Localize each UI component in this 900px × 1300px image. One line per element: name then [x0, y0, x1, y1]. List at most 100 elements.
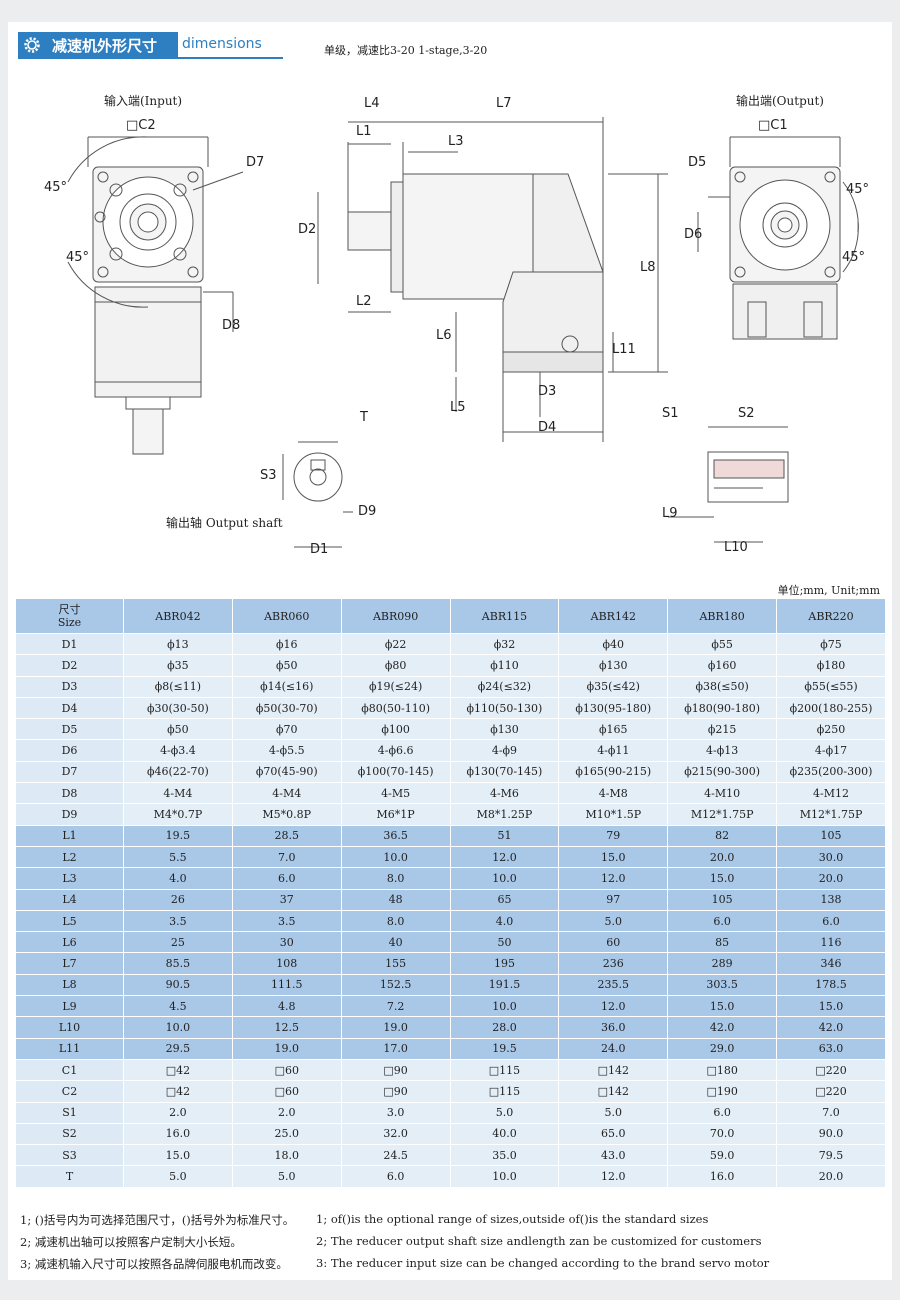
table-cell: 6.0 — [340, 1165, 451, 1188]
row-label: D6 — [15, 739, 124, 762]
size-header-en: Size — [57, 616, 82, 629]
table-cell: 10.0 — [449, 1165, 560, 1188]
table-cell: 25 — [123, 931, 233, 954]
table-cell: ϕ130(95-180) — [558, 696, 669, 720]
input-view — [67, 136, 244, 455]
table-cell: ϕ215(90-300) — [667, 760, 778, 784]
dim-l10: L10 — [724, 540, 748, 555]
dim-d8: D8 — [222, 318, 241, 333]
table-cell: 16.0 — [123, 1122, 233, 1146]
table-cell: M12*1.75P — [667, 803, 778, 826]
table-cell: ϕ8(≤11) — [123, 675, 233, 698]
table-cell: 37 — [231, 888, 342, 911]
dim-s3: S3 — [260, 468, 277, 483]
table-cell: 51 — [449, 824, 560, 847]
dim-l6: L6 — [436, 328, 452, 343]
row-label: L10 — [15, 1016, 124, 1039]
table-cell: ϕ22 — [340, 632, 451, 656]
table-cell: 5.0 — [231, 1165, 342, 1188]
table-cell: 4.0 — [123, 867, 233, 890]
table-cell: ϕ130 — [449, 718, 560, 741]
table-cell: 195 — [449, 952, 560, 975]
row-label: L11 — [15, 1037, 124, 1060]
table-cell: ϕ50 — [231, 654, 342, 677]
table-cell: □220 — [776, 1058, 886, 1082]
table-cell: 24.0 — [558, 1037, 669, 1060]
table-cell: 97 — [558, 888, 669, 911]
table-cell: ϕ30(30-50) — [123, 696, 233, 720]
table-cell: ϕ100 — [340, 718, 451, 741]
row-label: L9 — [15, 995, 124, 1018]
input-view-label: 输入端(Input) — [104, 94, 183, 108]
table-cell: 10.0 — [449, 995, 560, 1018]
row-label: C2 — [15, 1080, 124, 1103]
table-cell: 3.5 — [231, 909, 342, 933]
table-cell: 116 — [776, 931, 886, 954]
table-cell: ϕ200(180-255) — [776, 696, 886, 720]
model-header: ABR180 — [667, 598, 778, 634]
dim-d6: D6 — [684, 227, 703, 242]
table-cell: 4-ϕ6.6 — [340, 739, 451, 762]
table-cell: 19.5 — [123, 824, 233, 847]
table-cell: 65.0 — [558, 1122, 669, 1146]
table-cell: 19.0 — [340, 1016, 451, 1039]
table-cell: 4-ϕ17 — [776, 739, 886, 762]
table-cell: ϕ130(70-145) — [449, 760, 560, 784]
dim-d5: D5 — [688, 155, 707, 170]
table-cell: 4-ϕ5.5 — [231, 739, 342, 762]
table-cell: ϕ130 — [558, 654, 669, 677]
dim-angle-output-top: 45° — [846, 182, 870, 197]
table-cell: 12.0 — [558, 1165, 669, 1188]
dim-angle-input-top: 45° — [44, 180, 68, 195]
table-cell: 19.0 — [231, 1037, 342, 1060]
dim-angle-output-bottom: 45° — [842, 250, 866, 265]
table-cell: 4-M4 — [123, 782, 233, 805]
table-cell: 7.2 — [340, 995, 451, 1018]
dim-l2: L2 — [356, 294, 372, 309]
table-cell: 5.0 — [558, 909, 669, 933]
dim-d3: D3 — [538, 384, 557, 399]
table-cell: 15.0 — [123, 1144, 233, 1167]
table-cell: 79 — [558, 824, 669, 847]
table-cell: 5.5 — [123, 845, 233, 869]
section-header: 减速机外形尺寸 dimensions — [18, 32, 283, 59]
table-cell: 15.0 — [667, 867, 778, 890]
table-cell: 289 — [667, 952, 778, 975]
dim-c1: □C1 — [758, 118, 788, 133]
table-cell: ϕ55 — [667, 632, 778, 656]
model-header: ABR115 — [449, 598, 560, 634]
row-label: D4 — [15, 696, 124, 720]
note-en: 3: The reducer input size can be changed… — [316, 1256, 770, 1270]
row-label: D8 — [15, 782, 124, 805]
dim-s1: S1 — [662, 406, 679, 421]
dim-l9: L9 — [662, 506, 678, 521]
table-cell: M12*1.75P — [776, 803, 886, 826]
dim-d1: D1 — [310, 542, 329, 557]
row-label: L3 — [15, 867, 124, 890]
dim-l8: L8 — [640, 260, 656, 275]
row-label: L5 — [15, 909, 124, 933]
table-cell: ϕ110(50-130) — [449, 696, 560, 720]
catalog-page: 减速机外形尺寸 dimensions 单级，减速比3-20 1-stage,3-… — [8, 22, 892, 1280]
table-cell: 28.0 — [449, 1016, 560, 1039]
table-cell: 2.0 — [123, 1101, 233, 1124]
table-cell: ϕ80(50-110) — [340, 696, 451, 720]
table-cell: ϕ180(90-180) — [667, 696, 778, 720]
table-cell: 105 — [776, 824, 886, 847]
table-cell: 40 — [340, 931, 451, 954]
header-underline — [18, 57, 283, 59]
table-cell: 3.5 — [123, 909, 233, 933]
dim-l3: L3 — [448, 134, 464, 149]
dim-c2: □C2 — [126, 118, 156, 133]
table-cell: ϕ13 — [123, 632, 233, 656]
